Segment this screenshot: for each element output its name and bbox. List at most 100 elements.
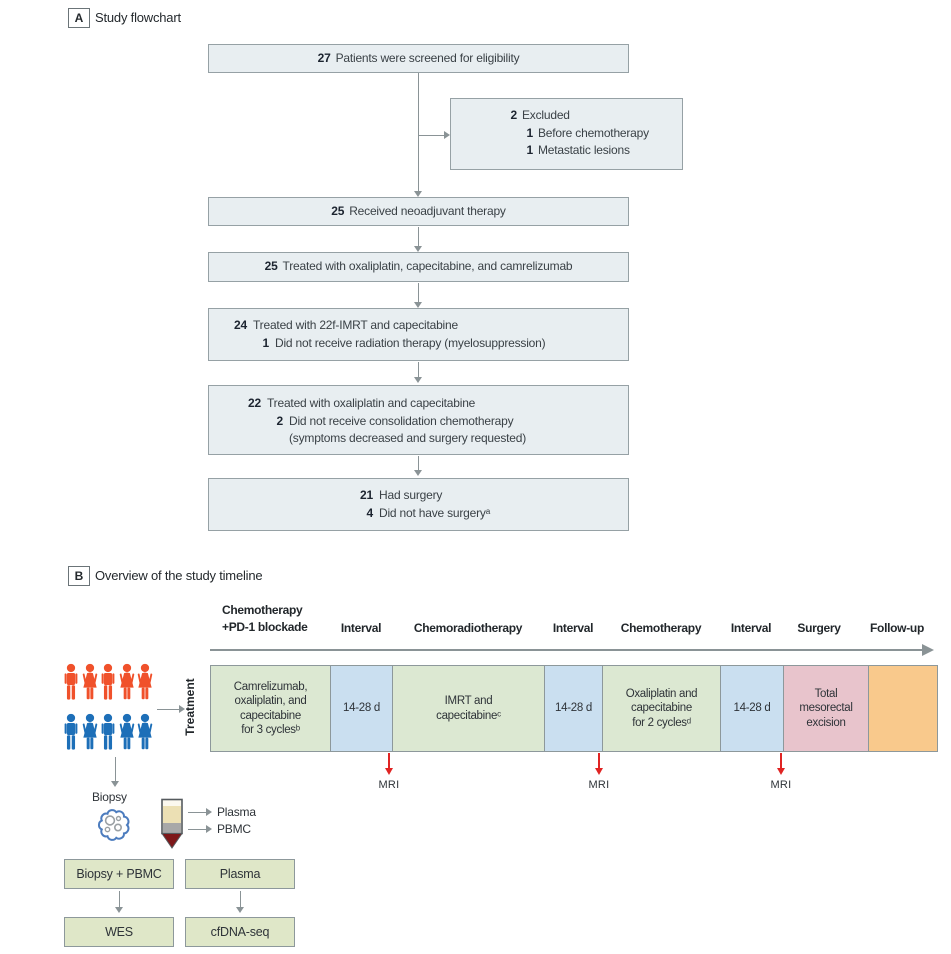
count: 25 <box>264 259 278 274</box>
segment-chemotherapy: Oxaliplatin and capecitabine for 2 cycle… <box>602 665 721 752</box>
flow-text: Excluded <box>522 108 570 122</box>
phase-header-interval-3: Interval <box>730 621 772 635</box>
connector-line <box>240 891 241 908</box>
segment-interval-1: 14-28 d <box>330 665 393 752</box>
count: 22 <box>248 396 261 410</box>
count <box>257 430 289 448</box>
arrow-down-icon <box>414 191 422 197</box>
person-male-icon <box>64 713 78 750</box>
connector-line <box>418 135 444 136</box>
mri-label: MRI <box>378 779 400 791</box>
panel-b-title: Overview of the study timeline <box>95 568 263 583</box>
count: 27 <box>317 50 331 65</box>
person-male-icon <box>101 663 115 700</box>
arrow-right-icon <box>179 705 185 713</box>
person-female-icon <box>119 713 134 750</box>
arrow-right-icon <box>444 131 450 139</box>
flow-text: Treated with 22f-IMRT and capecitabine <box>253 318 458 332</box>
flow-text: (symptoms decreased and surgery requeste… <box>289 431 527 445</box>
flow-box-excluded: 2 Excluded 1 Before chemotherapy 1 Metas… <box>450 98 683 170</box>
connector-line <box>418 283 419 303</box>
person-male-icon <box>64 663 78 700</box>
mri-label: MRI <box>588 779 610 791</box>
segment-followup <box>868 665 938 752</box>
mri-arrow-line <box>598 753 600 769</box>
flow-text: Treated with oxaliplatin, capecitabine, … <box>282 259 573 274</box>
arrow-down-icon <box>414 470 422 476</box>
arrow-down-icon <box>414 246 422 252</box>
arrow-down-icon <box>115 907 123 913</box>
person-female-icon <box>137 713 153 750</box>
arrow-down-icon <box>414 302 422 308</box>
connector-line <box>188 829 206 830</box>
sample-box-biopsy-pbmc: Biopsy + PBMC <box>64 859 174 889</box>
count: 2 <box>276 413 284 428</box>
flow-text: Did not receive consolidation chemothera… <box>289 413 514 428</box>
flow-text: Had surgery <box>379 488 443 502</box>
count: 1 <box>262 335 270 350</box>
count: 2 <box>510 108 518 122</box>
flow-text: Did not have surgeryᵃ <box>379 505 490 520</box>
phase-header-interval-1: Interval <box>340 621 382 635</box>
person-male-icon <box>101 713 115 750</box>
connector-line <box>119 891 120 908</box>
treatment-axis-label: Treatment <box>183 678 197 736</box>
arrow-down-icon <box>236 907 244 913</box>
flow-box-induction: 25 Treated with oxaliplatin, capecitabin… <box>208 252 629 282</box>
connector-line <box>418 227 419 247</box>
segment-chemo-pd1: Camrelizumab, oxaliplatin, and capecitab… <box>210 665 331 752</box>
arrow-right-icon <box>206 808 212 816</box>
mri-arrow-icon <box>384 768 393 775</box>
timeline-axis-line <box>210 649 924 651</box>
biopsy-tissue-icon <box>98 809 130 841</box>
count: 1 <box>526 125 534 140</box>
phase-header-chemoradiotherapy: Chemoradiotherapy <box>413 621 523 635</box>
flow-box-received: 25 Received neoadjuvant therapy <box>208 197 629 226</box>
phase-header-chemo-pd1: Chemotherapy +PD-1 blockade <box>222 603 308 634</box>
person-female-icon <box>82 663 97 700</box>
arrow-down-icon <box>111 781 119 787</box>
panel-a-label: A <box>68 8 90 28</box>
flow-text: Did not receive radiation therapy (myelo… <box>275 335 546 350</box>
analysis-box-wes: WES <box>64 917 174 947</box>
flow-box-consolidation: 22 Treated with oxaliplatin and capecita… <box>208 385 629 455</box>
segment-surgery: Total mesorectal excision <box>783 665 869 752</box>
flow-box-surgery: 21 Had surgery 4 Did not have surgeryᵃ <box>208 478 629 531</box>
panel-a-title: Study flowchart <box>95 10 181 25</box>
biopsy-label: Biopsy <box>92 790 127 804</box>
arrow-right-icon <box>206 825 212 833</box>
count: 21 <box>360 488 373 502</box>
count: 1 <box>526 143 534 157</box>
flow-box-screened: 27 Patients were screened for eligibilit… <box>208 44 629 73</box>
phase-header-surgery: Surgery <box>797 621 841 635</box>
connector-line <box>418 456 419 472</box>
person-female-icon <box>119 663 134 700</box>
flow-text: Patients were screened for eligibility <box>335 50 520 65</box>
cohort-group-1 <box>62 662 155 706</box>
plasma-fraction-label: Plasma <box>217 805 256 819</box>
person-female-icon <box>82 713 97 750</box>
connector-line <box>115 757 116 782</box>
connector-line <box>418 362 419 379</box>
segment-interval-3: 14-28 d <box>720 665 784 752</box>
arrow-down-icon <box>414 377 422 383</box>
phase-header-chemotherapy: Chemotherapy <box>620 621 702 635</box>
person-female-icon <box>137 663 153 700</box>
connector-line <box>418 73 419 193</box>
cohort-group-2 <box>62 712 155 756</box>
flow-text: Metastatic lesions <box>538 143 630 157</box>
mri-arrow-line <box>780 753 782 769</box>
segment-interval-2: 14-28 d <box>544 665 603 752</box>
segment-chemoradiotherapy: IMRT and capecitabineᶜ <box>392 665 545 752</box>
analysis-box-cfdna-seq: cfDNA-seq <box>185 917 295 947</box>
pbmc-fraction-label: PBMC <box>217 822 251 836</box>
flow-text: Received neoadjuvant therapy <box>349 203 506 218</box>
flow-text: Treated with oxaliplatin and capecitabin… <box>267 396 476 410</box>
connector-line <box>157 709 179 710</box>
phase-header-interval-2: Interval <box>552 621 594 635</box>
mri-arrow-icon <box>776 768 785 775</box>
sample-box-plasma: Plasma <box>185 859 295 889</box>
connector-line <box>188 812 206 813</box>
mri-arrow-line <box>388 753 390 769</box>
